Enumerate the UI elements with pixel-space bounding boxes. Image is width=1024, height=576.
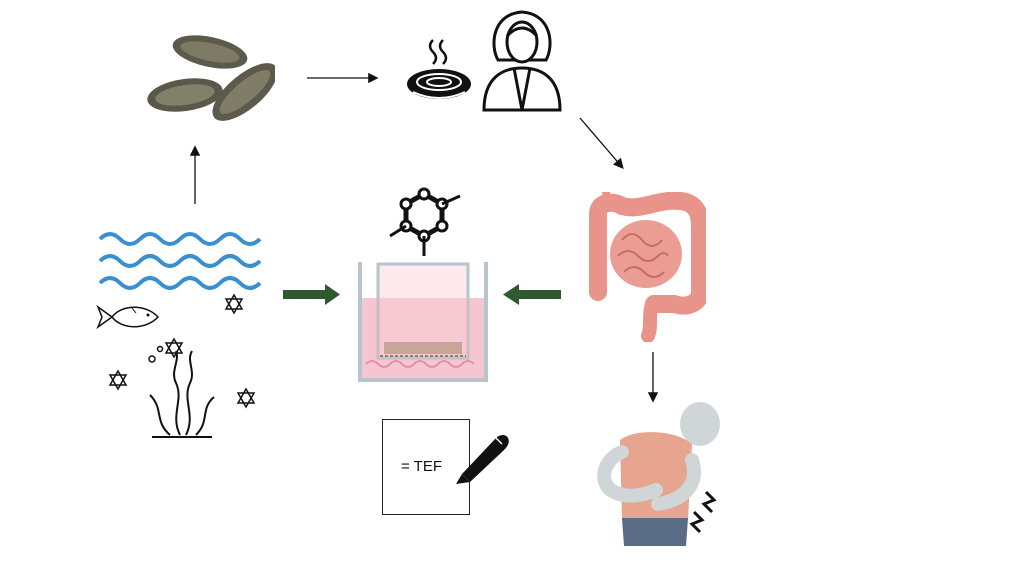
intestine-icon — [589, 192, 706, 342]
toxin-icon-3 — [108, 369, 128, 391]
woman-icon — [482, 10, 562, 112]
tef-note: = TEF — [382, 419, 470, 515]
green-arrow-sea-to-model — [283, 284, 340, 305]
green-arrow-gut-to-model — [503, 284, 561, 305]
fish-icon — [96, 304, 160, 330]
arrow-human-to-gut — [579, 117, 624, 169]
toxin-icon-2 — [164, 337, 184, 359]
waves-icon — [98, 232, 262, 290]
pen-icon — [456, 433, 509, 484]
sick-person-icon — [597, 402, 720, 546]
mussels-icon — [147, 35, 275, 121]
transwell-icon — [358, 262, 488, 382]
tef-note-text: = TEF — [401, 458, 442, 475]
toxin-icon-4 — [236, 387, 256, 409]
food-bowl-icon — [407, 39, 471, 99]
toxin-icon-1 — [224, 293, 244, 315]
seaweed-icon — [148, 345, 215, 438]
toxin-molecule-icon — [389, 187, 461, 256]
